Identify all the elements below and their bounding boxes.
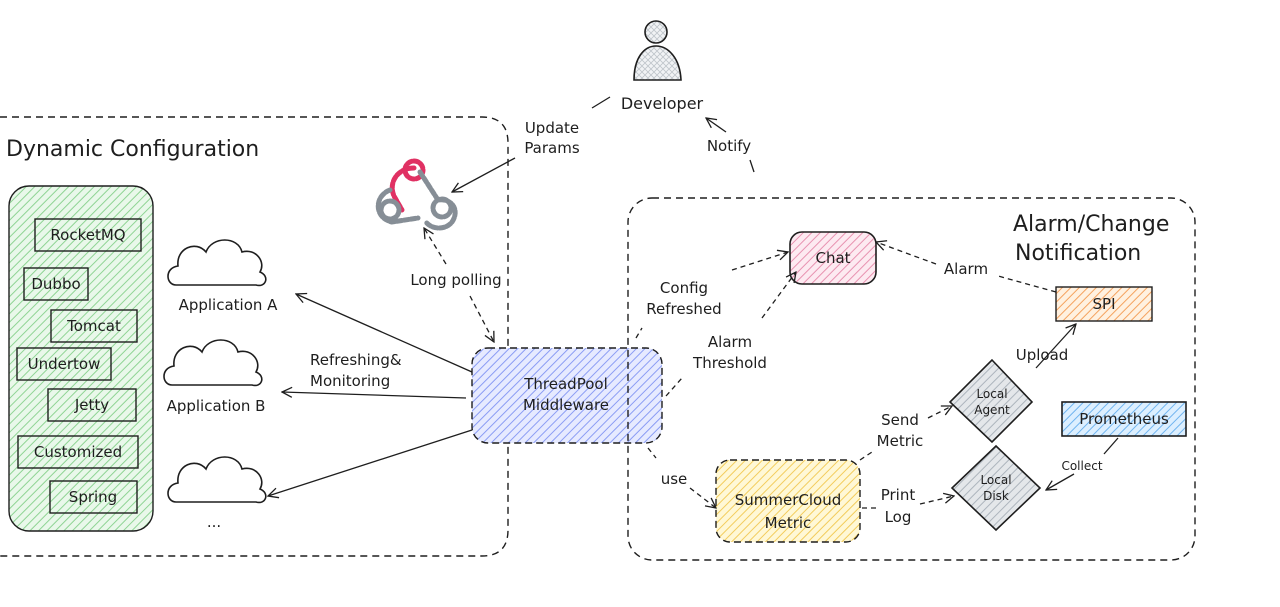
- framework-tomcat: Tomcat: [50, 309, 138, 343]
- framework-label: RocketMQ: [50, 226, 125, 244]
- cloud-icon: [167, 239, 267, 287]
- framework-label: Spring: [69, 488, 117, 506]
- edge-label: Send: [881, 411, 919, 429]
- edge-label: Log: [885, 508, 912, 526]
- developer-icon: [633, 20, 682, 81]
- edge-config-refreshed: [731, 252, 788, 271]
- edge-label: Params: [524, 139, 580, 157]
- edge-label: Alarm: [708, 333, 752, 351]
- edge-agent-to-spi: [1035, 324, 1076, 369]
- webhook-icon: [375, 158, 458, 231]
- framework-spring: Spring: [49, 480, 138, 514]
- developer-label: Developer: [621, 94, 704, 113]
- edge-use: [647, 447, 657, 459]
- edge-use: [689, 487, 716, 508]
- edge-spi-to-chat: [876, 242, 937, 265]
- edge-alarm-threshold: [761, 272, 796, 319]
- middleware-label: ThreadPool: [523, 375, 607, 393]
- alarm-notification-group: [627, 197, 1196, 561]
- alarm-notification-title: Alarm/Change: [1013, 212, 1169, 237]
- local-disk-label: Local: [980, 473, 1011, 487]
- local-disk-node: [950, 444, 1042, 532]
- cloud-icon: [167, 456, 267, 504]
- framework-label: Jetty: [74, 396, 109, 414]
- local-agent-node: [948, 358, 1034, 444]
- edge-long-polling: [424, 228, 447, 265]
- local-disk-label: Disk: [983, 489, 1009, 503]
- edge-label: Threshold: [692, 354, 767, 372]
- edge-alarm-threshold: [665, 377, 683, 397]
- framework-dubbo: Dubbo: [23, 267, 89, 301]
- prometheus-label: Prometheus: [1079, 410, 1169, 428]
- spi-label: SPI: [1093, 295, 1116, 313]
- edge-prometheus-collect: [1046, 473, 1075, 490]
- chat-node: [789, 231, 877, 285]
- chat-label: Chat: [815, 249, 850, 267]
- spi-node: [1055, 286, 1153, 322]
- framework-rocketmq: RocketMQ: [34, 218, 142, 252]
- framework-label: Customized: [34, 443, 122, 461]
- cloud-icon: [163, 339, 263, 387]
- edge-label: Long polling: [410, 271, 501, 289]
- summercloud-metric-label: SummerCloud: [735, 491, 842, 509]
- edge-label: Alarm: [944, 260, 988, 278]
- summercloud-metric-label: Metric: [765, 514, 812, 532]
- edge-send-metric: [927, 406, 952, 419]
- application-label: ...: [207, 513, 221, 531]
- edge-long-polling: [469, 295, 494, 342]
- application-label: Application B: [167, 397, 266, 415]
- edge-developer-to-config: [452, 157, 516, 192]
- edge-developer-to-config: [591, 96, 611, 109]
- edge-send-metric: [859, 451, 873, 461]
- framework-undertow: Undertow: [16, 347, 112, 381]
- dynamic-configuration-title: Dynamic Configuration: [6, 137, 259, 162]
- edge-notify-to-developer: [706, 118, 727, 133]
- edge-spi-to-chat: [997, 275, 1057, 293]
- edge-label: Collect: [1061, 459, 1102, 473]
- edge-prometheus-collect: [1103, 437, 1119, 455]
- edge-notify-to-developer: [749, 159, 755, 173]
- local-agent-label: Agent: [974, 403, 1010, 417]
- local-agent-label: Local: [976, 387, 1007, 401]
- edge-label: Upload: [1016, 346, 1069, 364]
- alarm-notification-title: Notification: [1015, 241, 1141, 266]
- edge-middleware-to-app-b: [282, 392, 467, 399]
- edge-label: Update: [525, 119, 579, 137]
- edge-label: Metric: [877, 432, 924, 450]
- edge-label: Monitoring: [310, 372, 390, 390]
- framework-customized: Customized: [17, 435, 139, 469]
- framework-label: Undertow: [28, 355, 101, 373]
- edge-label: Refreshed: [646, 300, 721, 318]
- edge-middleware-to-app-c: [268, 429, 473, 496]
- prometheus-node: [1061, 401, 1187, 437]
- edge-middleware-to-app-a: [296, 294, 473, 373]
- edge-label: use: [661, 470, 688, 488]
- edge-label: Refreshing&: [310, 351, 402, 369]
- frameworks-panel: [8, 185, 154, 532]
- edge-label: Config: [660, 279, 708, 297]
- edge-config-refreshed: [635, 327, 643, 339]
- application-label: Application A: [179, 296, 279, 314]
- edge-label: Print: [881, 486, 916, 504]
- framework-label: Tomcat: [66, 317, 121, 335]
- framework-label: Dubbo: [31, 275, 80, 293]
- middleware-label: Middleware: [523, 396, 609, 414]
- dynamic-configuration-group: [0, 116, 509, 557]
- edge-label: Notify: [707, 137, 751, 155]
- edge-print-log: [919, 496, 954, 505]
- framework-jetty: Jetty: [47, 388, 137, 422]
- threadpool-middleware-node: [471, 347, 663, 444]
